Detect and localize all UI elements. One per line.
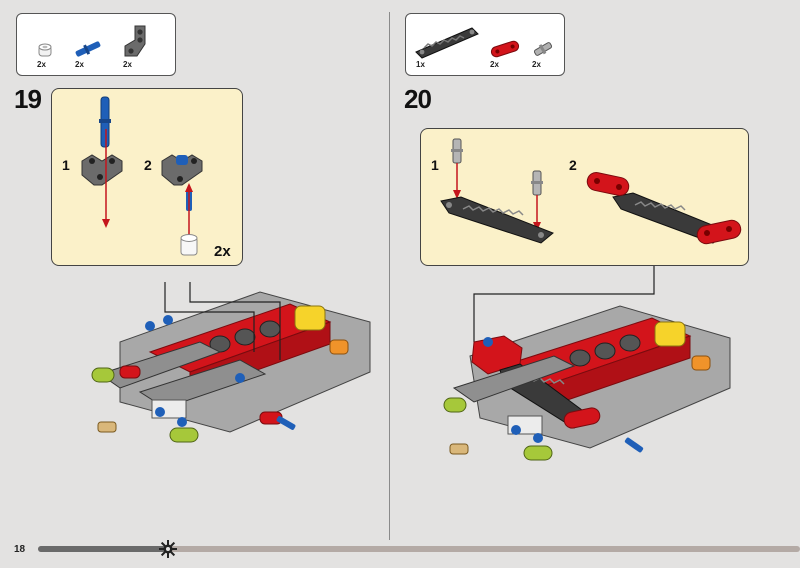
part-qty: 2x — [490, 60, 499, 69]
substep-number: 2 — [144, 157, 152, 173]
part-qty: 2x — [532, 60, 541, 69]
blue-axle-pin-icon — [75, 41, 101, 57]
gray-angled-beam-icon — [124, 25, 146, 57]
step20-callout: 1 2 — [420, 128, 749, 266]
step19-parts-list: 2x 2x 2x — [16, 13, 176, 76]
step19-callout: 1 2 2x — [51, 88, 243, 266]
gray-angled-beam-icon — [81, 154, 123, 186]
gray-pin-icon — [533, 42, 553, 56]
gray-pin-icon — [451, 138, 463, 164]
page-number: 18 — [14, 544, 26, 555]
substep-number: 1 — [62, 157, 70, 173]
part-qty: 2x — [37, 60, 46, 69]
step-number: 19 — [14, 84, 42, 114]
gear-icon — [159, 540, 177, 558]
progress-bar — [38, 546, 800, 552]
white-bushing-icon — [38, 43, 52, 57]
black-gear-rack-icon — [415, 27, 479, 59]
step20-model — [443, 266, 731, 461]
red-beam-icon — [490, 40, 520, 58]
gray-pin-icon — [531, 170, 543, 196]
substep-number: 2 — [569, 157, 577, 173]
step20-parts-list: 1x 2x 2x — [405, 13, 565, 76]
multiplier-label: 2x — [214, 243, 231, 260]
page-divider — [389, 12, 390, 540]
black-gear-rack-icon — [440, 196, 554, 244]
part-qty: 2x — [75, 60, 84, 69]
insert-arrow — [185, 183, 193, 235]
step19-model — [91, 282, 371, 443]
progress-fill — [38, 546, 168, 552]
step20-sub2-assembly — [586, 172, 742, 245]
substep-number: 1 — [431, 157, 439, 173]
insert-arrow — [453, 163, 461, 199]
white-bushing-icon — [180, 234, 198, 256]
gray-angled-beam-icon — [161, 154, 203, 186]
insert-arrow — [102, 129, 110, 228]
part-qty: 1x — [416, 60, 425, 69]
part-qty: 2x — [123, 60, 132, 69]
step-number: 20 — [404, 84, 432, 114]
blue-axle-pin-icon — [99, 96, 111, 148]
